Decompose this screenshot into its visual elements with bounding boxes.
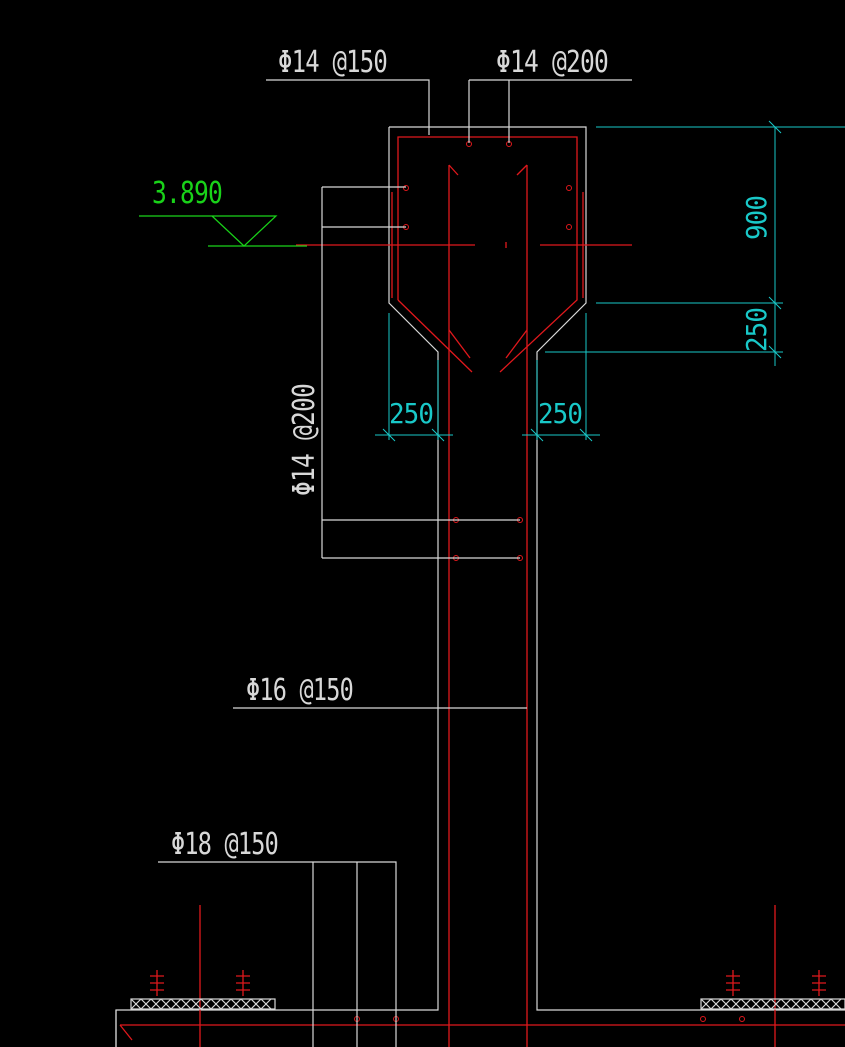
side-rebar-label: Φ14 @200 <box>287 384 322 496</box>
dimension-250-left-label: 250 <box>389 397 433 430</box>
rebar-lines <box>119 136 845 1047</box>
dimension-250-vertical-label: 250 <box>740 308 773 352</box>
support-marks <box>150 970 826 996</box>
dimension-900-label: 900 <box>740 196 773 240</box>
hatch-strips <box>130 998 845 1010</box>
top-rebar-left-label: Φ14 @150 <box>278 45 387 80</box>
level-marker <box>139 215 307 247</box>
level-elevation-label: 3.890 <box>152 176 222 211</box>
rebar-dots <box>354 141 745 1022</box>
base-rebar-label: Φ18 @150 <box>171 827 278 862</box>
dimension-lines <box>375 120 845 442</box>
top-rebar-right-label: Φ14 @200 <box>496 45 608 80</box>
wall-rebar-label: Φ16 @150 <box>246 673 353 708</box>
dimension-250-right-label: 250 <box>538 397 582 430</box>
concrete-outline <box>115 126 845 1047</box>
leader-lines <box>158 79 632 1047</box>
